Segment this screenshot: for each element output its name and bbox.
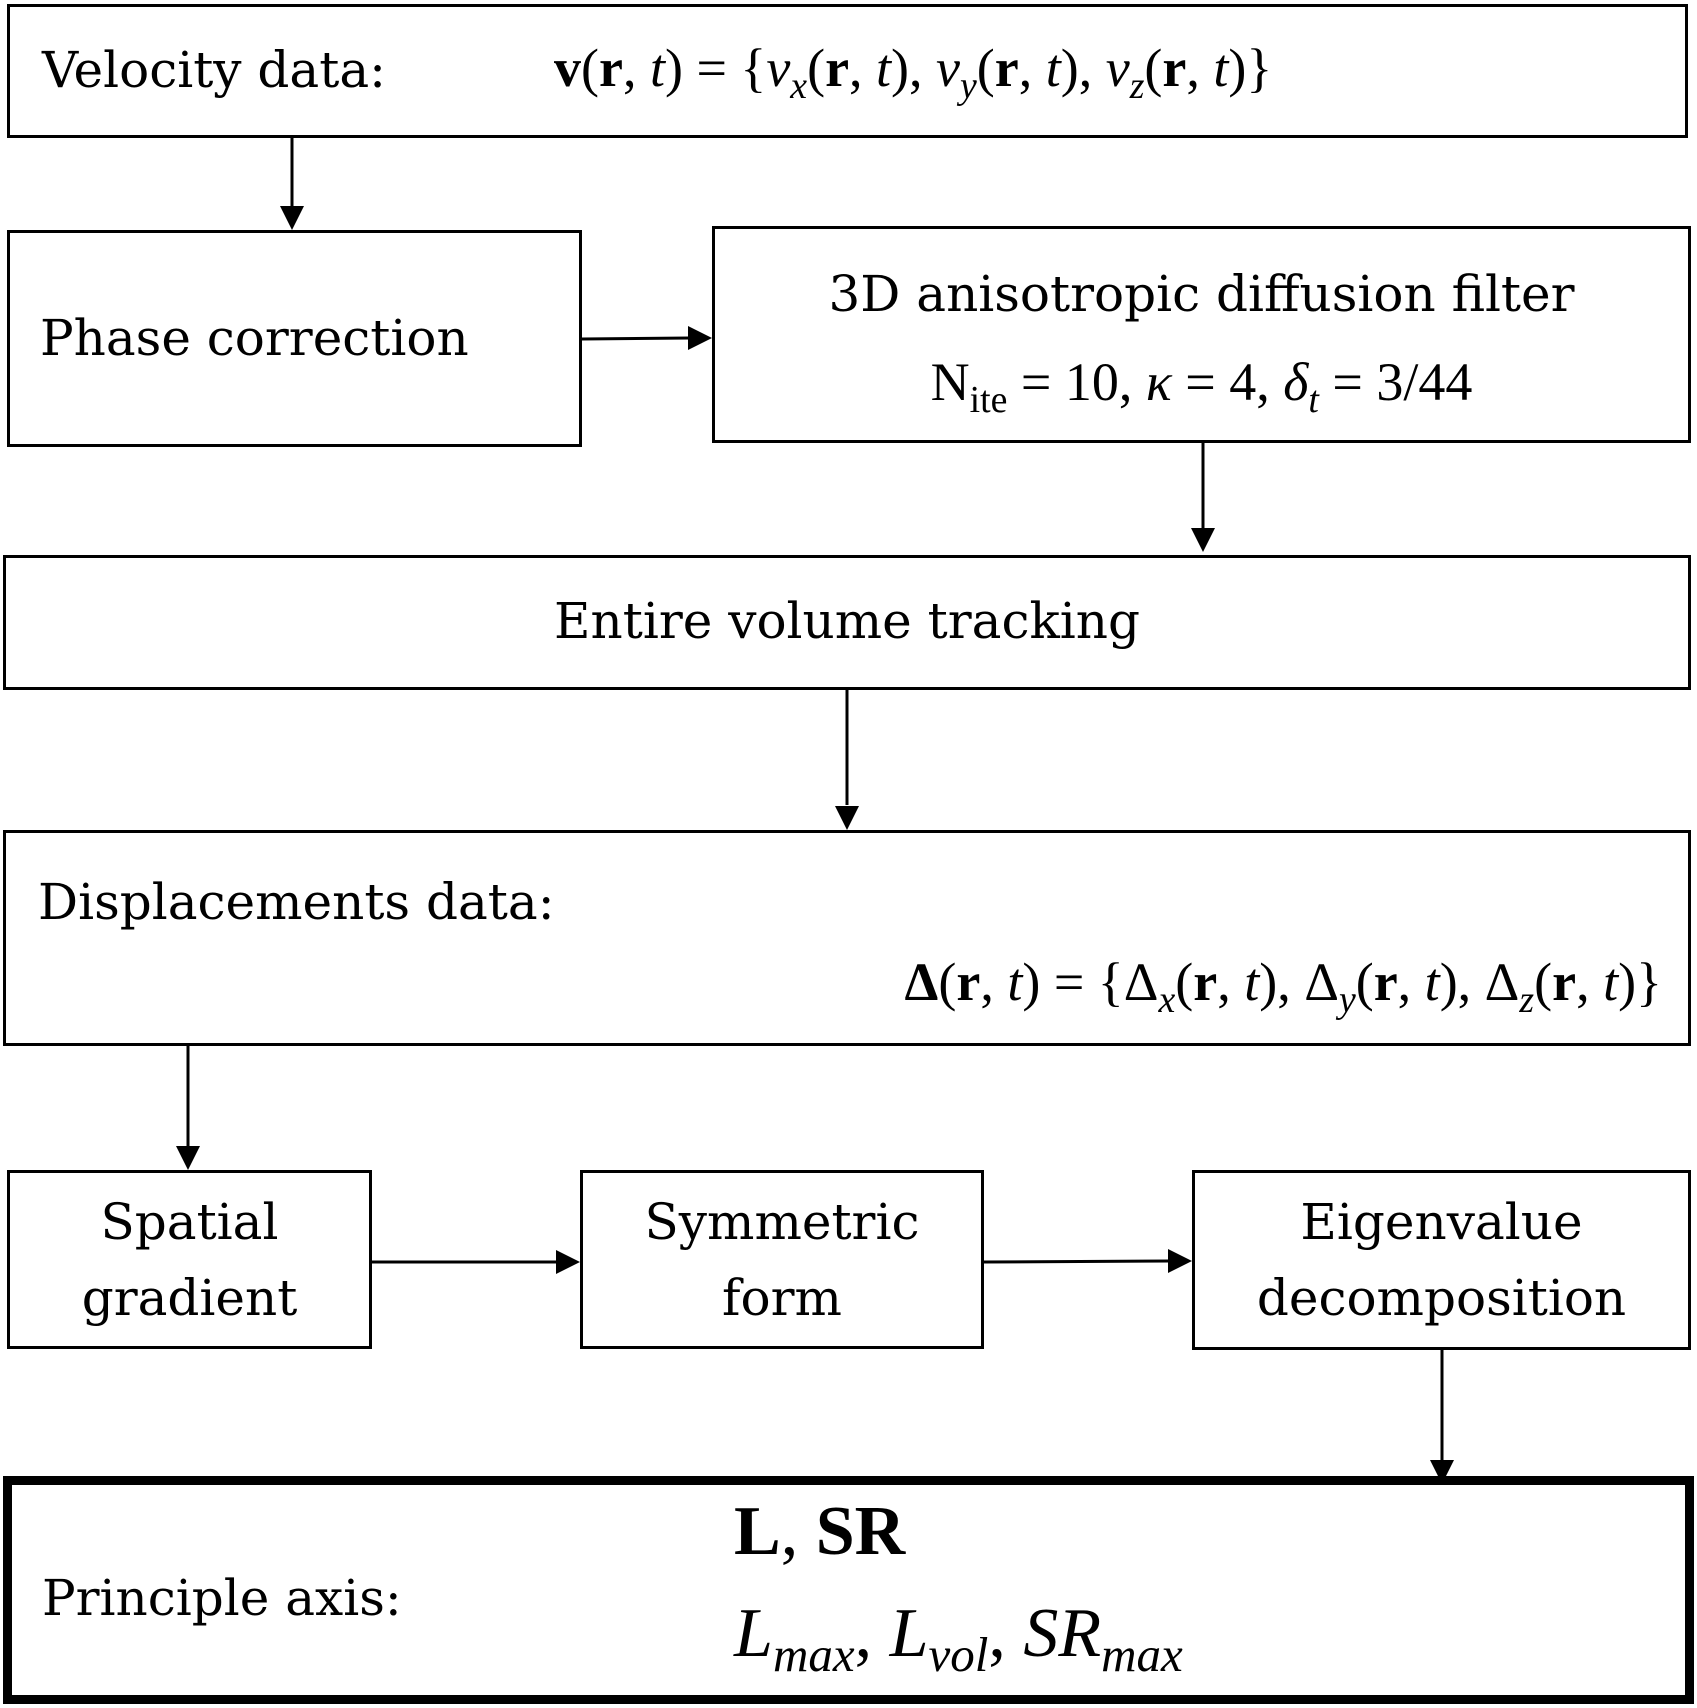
- eigenvalue-decomposition-box: Eigenvalue decomposition: [1192, 1170, 1691, 1350]
- displacements-formula: Δ(r, t) = {Δx(r, t), Δy(r, t), Δz(r, t)}: [904, 952, 1662, 1021]
- spatial-gradient-line2: gradient: [81, 1269, 298, 1327]
- velocity-data-box: Velocity data: v(r, t) = {vx(r, t), vy(r…: [7, 4, 1688, 138]
- symmetric-form-box: Symmetric form: [580, 1170, 984, 1349]
- arrow-phase-to-filter: [581, 336, 691, 341]
- principle-axis-line1: L, SR: [734, 1493, 906, 1570]
- volume-tracking-label: Entire volume tracking: [554, 592, 1140, 650]
- eigenvalue-decomposition-line2: decomposition: [1256, 1269, 1627, 1327]
- eigenvalue-decomposition-line1: Eigenvalue: [1300, 1193, 1583, 1251]
- principle-axis-label: Principle axis:: [42, 1569, 402, 1627]
- velocity-data-label: Velocity data:: [42, 41, 386, 99]
- displacements-data-label: Displacements data:: [38, 873, 555, 931]
- diffusion-filter-box: 3D anisotropic diffusion filter Nite = 1…: [712, 226, 1691, 443]
- spatial-gradient-line1: Spatial: [100, 1193, 279, 1251]
- symmetric-form-line2: form: [722, 1269, 842, 1327]
- principle-axis-box: Principle axis: L, SR Lmax, Lvol, SRmax: [3, 1476, 1694, 1704]
- velocity-formula: v(r, t) = {vx(r, t), vy(r, t), vz(r, t)}: [554, 38, 1273, 107]
- diffusion-filter-params: Nite = 10, κ = 4, δt = 3/44: [930, 352, 1473, 421]
- arrow-symmetric-to-eigen: [983, 1259, 1171, 1264]
- diffusion-filter-title: 3D anisotropic diffusion filter: [828, 265, 1575, 323]
- volume-tracking-box: Entire volume tracking: [3, 555, 1691, 690]
- displacements-data-box: Displacements data: Δ(r, t) = {Δx(r, t),…: [3, 830, 1691, 1046]
- phase-correction-label: Phase correction: [40, 309, 469, 367]
- symmetric-form-line1: Symmetric: [644, 1193, 920, 1251]
- phase-correction-box: Phase correction: [7, 230, 582, 447]
- principle-axis-line2: Lmax, Lvol, SRmax: [734, 1595, 1183, 1682]
- spatial-gradient-box: Spatial gradient: [7, 1170, 372, 1349]
